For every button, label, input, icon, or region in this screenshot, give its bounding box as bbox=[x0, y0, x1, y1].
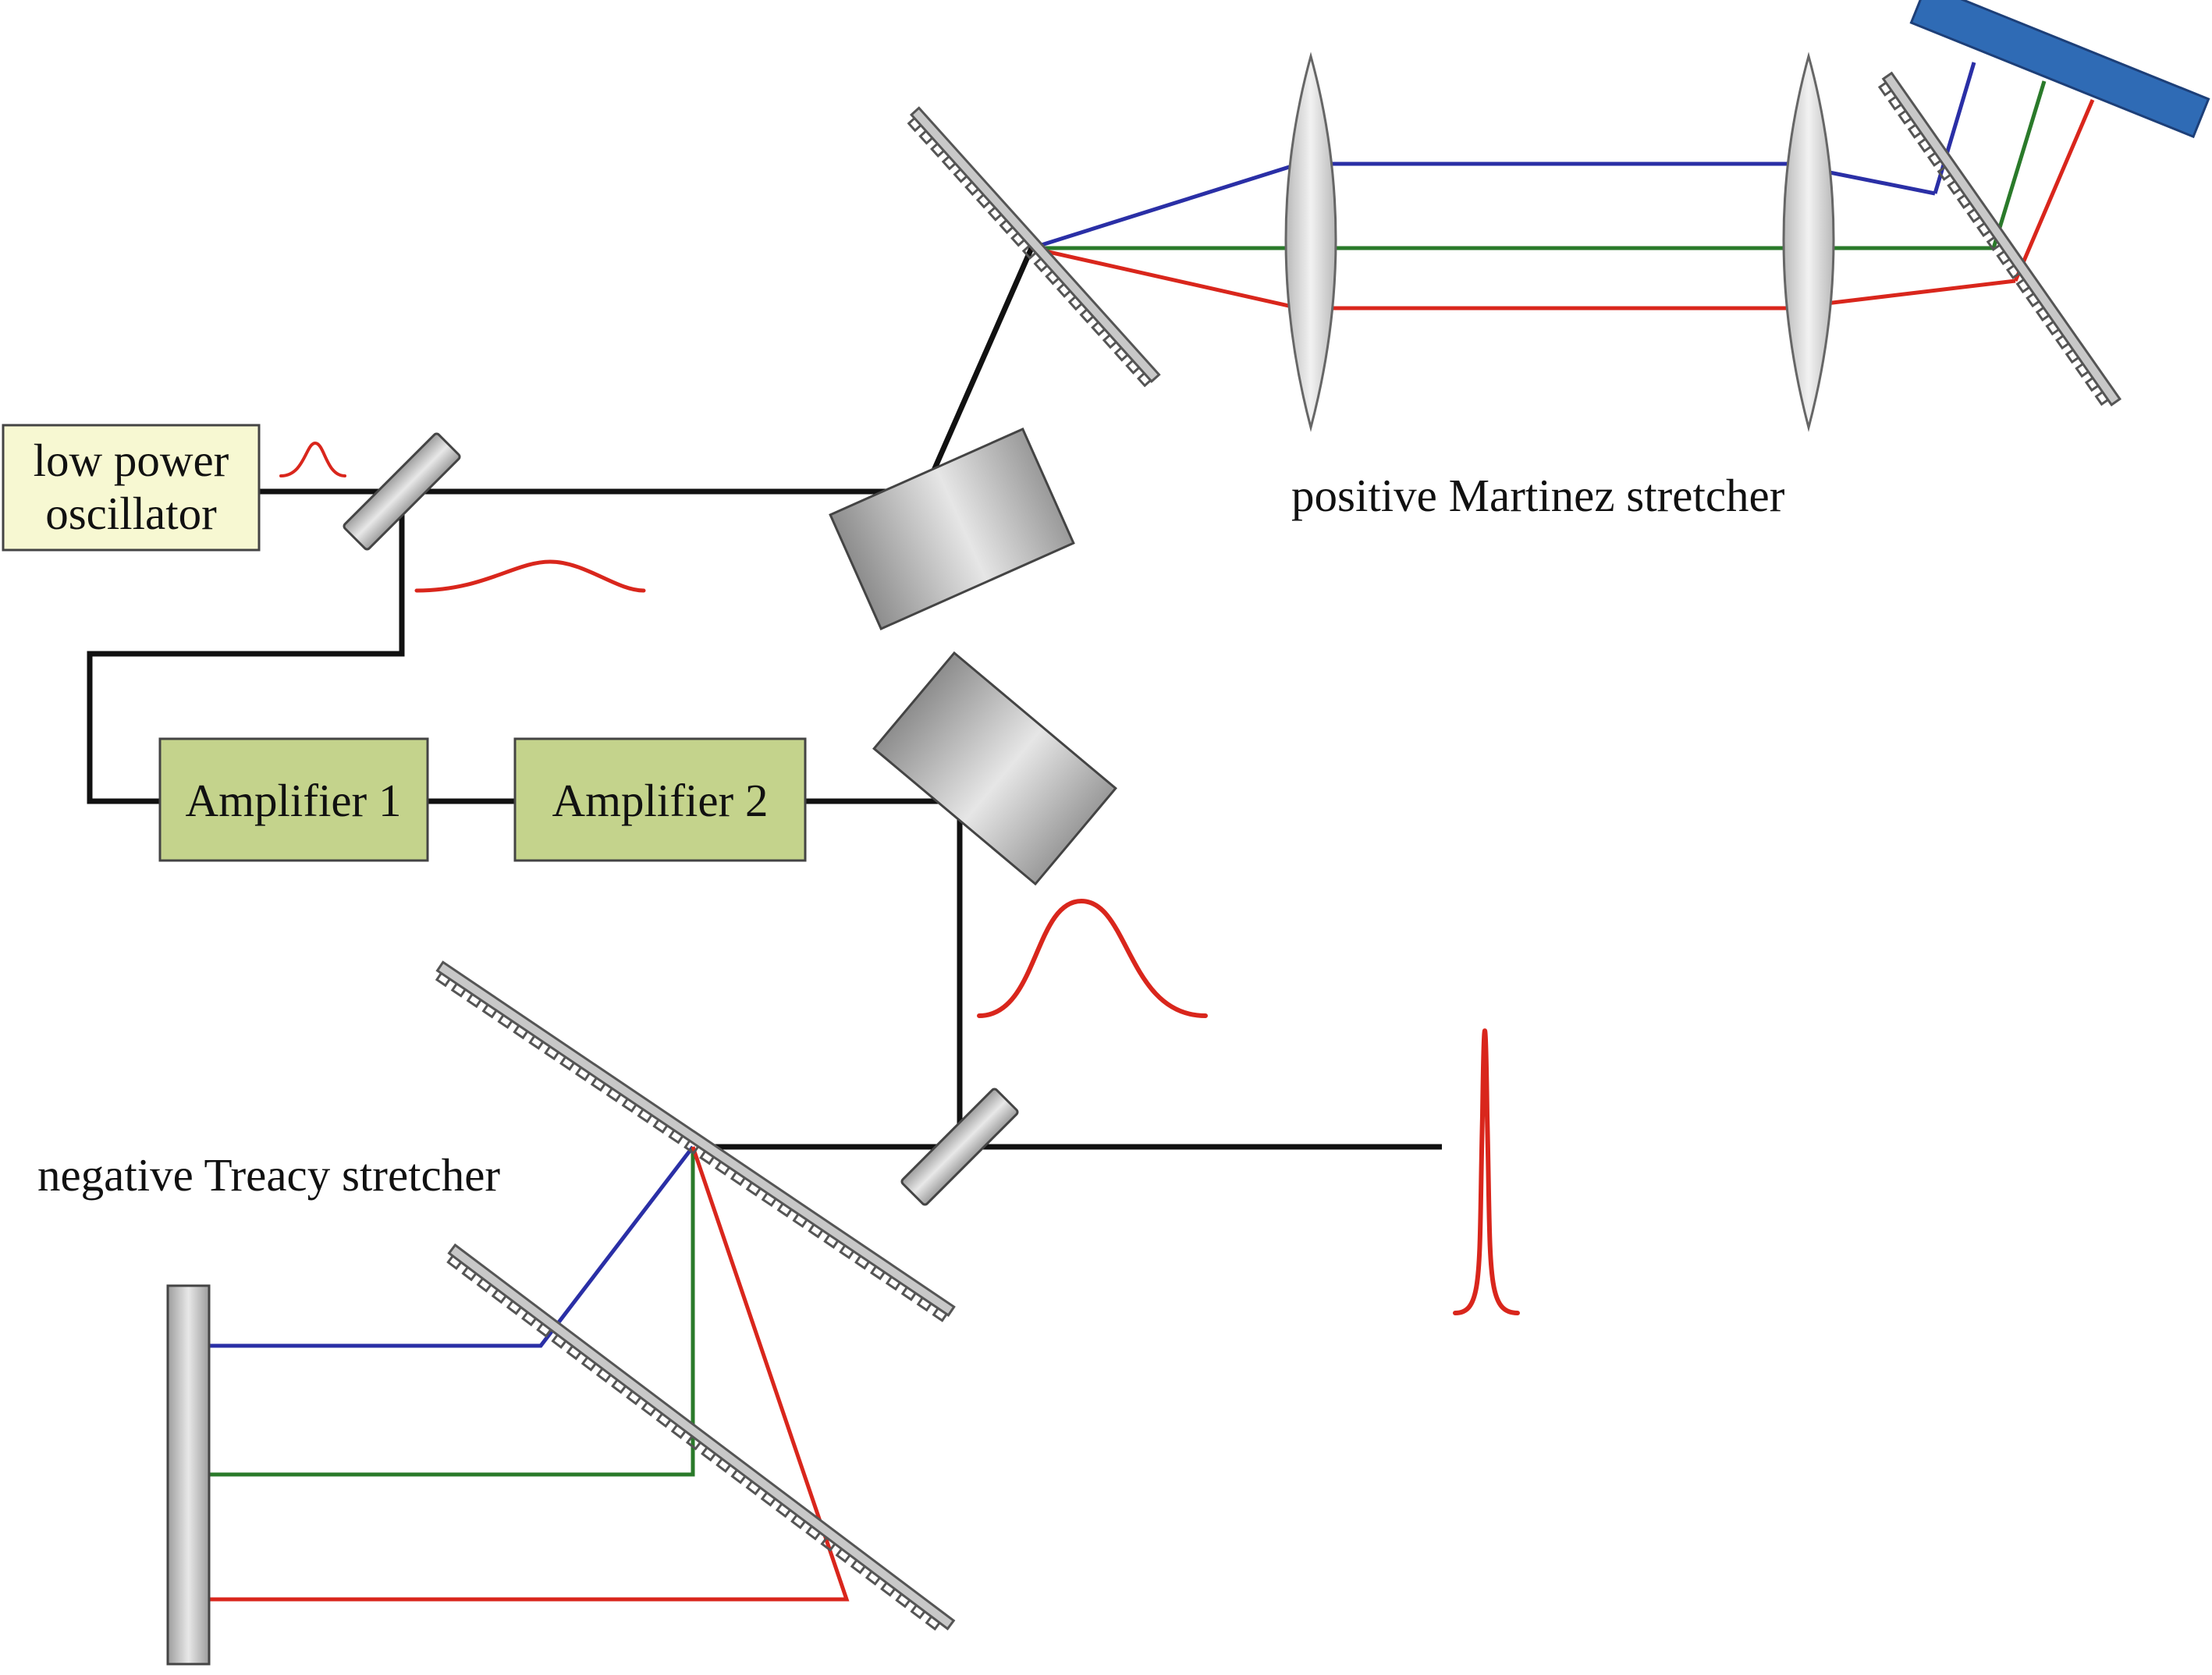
treacy-stretcher bbox=[166, 1145, 850, 1666]
beam-splitter-top bbox=[343, 432, 461, 551]
main-beam-path bbox=[87, 247, 1442, 1150]
oscillator-box: low power oscillator bbox=[2, 424, 261, 552]
amplifier-1-label: Amplifier 1 bbox=[186, 775, 402, 826]
oscillator-label-line2: oscillator bbox=[45, 488, 217, 539]
amplifier-2-label: Amplifier 2 bbox=[552, 775, 769, 826]
amplifier-1-box: Amplifier 1 bbox=[158, 737, 429, 862]
martinez-stretcher-label: positive Martinez stretcher bbox=[1291, 470, 1785, 521]
martinez-end-mirror bbox=[1909, 0, 2210, 139]
treacy-grating-2 bbox=[446, 1243, 956, 1631]
fold-mirror-upper bbox=[829, 428, 1075, 630]
treacy-stretcher-label: negative Treacy stretcher bbox=[37, 1149, 500, 1201]
beam-splitter-bottom bbox=[900, 1088, 1019, 1206]
martinez-grating-2 bbox=[1877, 71, 2122, 406]
pulse-oscillator bbox=[279, 442, 346, 477]
martinez-grating-1 bbox=[907, 106, 1161, 388]
treacy-grating-1 bbox=[435, 960, 956, 1322]
pulse-compressed bbox=[1453, 1028, 1520, 1315]
martinez-stretcher bbox=[1031, 0, 2210, 432]
martinez-lens-2 bbox=[1782, 51, 1835, 432]
fold-mirror-lower bbox=[872, 651, 1117, 886]
martinez-lens-1 bbox=[1284, 51, 1337, 432]
treacy-end-mirror bbox=[166, 1284, 211, 1666]
pulse-amplified bbox=[977, 899, 1208, 1018]
amplifier-2-box: Amplifier 2 bbox=[513, 737, 807, 862]
pulse-stretched bbox=[414, 559, 646, 593]
oscillator-label-line1: low power bbox=[34, 435, 229, 486]
